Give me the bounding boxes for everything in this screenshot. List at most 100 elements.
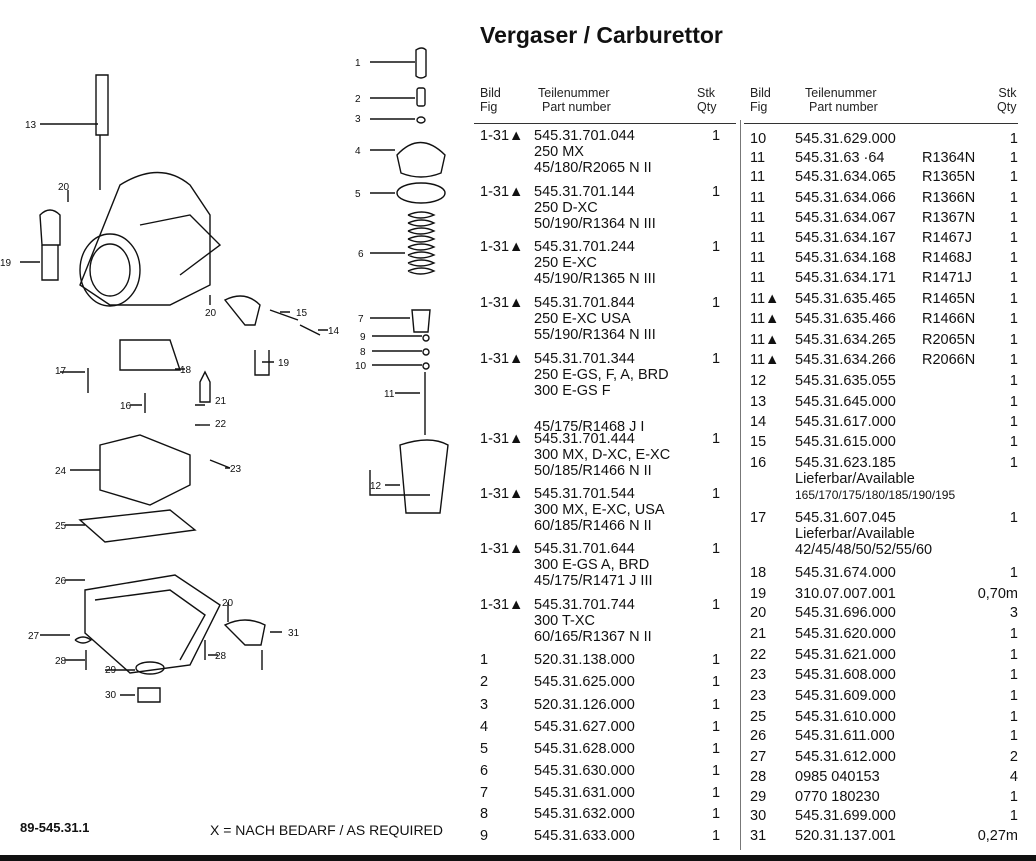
needle-code: R2066N	[922, 352, 976, 368]
quantity: 1	[1009, 565, 1018, 581]
fig-number: 12	[750, 373, 767, 389]
part-description: 45/180/R2065 N II	[534, 160, 652, 176]
quantity: 4	[1009, 769, 1018, 785]
quantity: 0,70m	[977, 586, 1018, 602]
part-number: 545.31.631.000	[534, 785, 635, 801]
svg-text:10: 10	[355, 361, 367, 372]
part-number: 545.31.635.465	[795, 291, 896, 307]
part-number: 545.31.634.171	[795, 270, 896, 286]
needle-code: R1471J	[922, 270, 972, 286]
quantity: 1	[1009, 709, 1018, 725]
fig-number: 1-31▲	[480, 486, 524, 502]
part-number: 545.31.699.000	[795, 808, 896, 824]
quantity: 1	[712, 486, 721, 502]
fig-number: 1-31▲	[480, 541, 524, 557]
svg-text:23: 23	[230, 464, 242, 475]
footnote: X = NACH BEDARF / AS REQUIRED	[210, 822, 443, 838]
fig-number: 8	[480, 806, 489, 822]
quantity: 1	[712, 128, 721, 144]
quantity: 1	[1009, 373, 1018, 389]
quantity: 1	[712, 184, 721, 200]
fig-number: 13	[750, 394, 767, 410]
quantity: 1	[1009, 230, 1018, 246]
part-number: 310.07.007.001	[795, 586, 896, 602]
fig-number: 1	[480, 652, 489, 668]
part-number: 545.31.645.000	[795, 394, 896, 410]
part-number: 545.31.609.000	[795, 688, 896, 704]
column-divider	[740, 120, 741, 850]
svg-text:26: 26	[55, 576, 67, 587]
svg-text:29: 29	[105, 665, 117, 676]
fig-number: 11	[750, 250, 766, 266]
quantity: 1	[1009, 414, 1018, 430]
fig-number: 11	[750, 190, 766, 206]
part-description: 300 T-XC	[534, 613, 595, 629]
part-description: 60/165/R1367 N II	[534, 629, 652, 645]
fig-number: 1-31▲	[480, 597, 524, 613]
needle-code: R1365N	[922, 169, 976, 185]
quantity: 1	[1009, 332, 1018, 348]
part-number: 520.31.138.000	[534, 652, 635, 668]
fig-number: 11	[750, 169, 766, 185]
part-number: 545.31.635.466	[795, 311, 896, 327]
part-number: 545.31.629.000	[795, 131, 896, 147]
part-description: 42/45/48/50/52/55/60	[795, 542, 933, 558]
part-number: 545.31.696.000	[795, 605, 896, 621]
fig-number: 25	[750, 709, 767, 725]
quantity: 2	[1009, 749, 1018, 765]
quantity: 1	[1009, 808, 1018, 824]
quantity: 1	[712, 763, 721, 779]
part-number: 545.31.623.185	[795, 455, 896, 471]
fig-number: 11▲	[750, 291, 780, 307]
fig-number: 23	[750, 667, 767, 683]
svg-text:19: 19	[278, 358, 290, 369]
quantity: 1	[1009, 789, 1018, 805]
part-description: 45/190/R1365 N III	[534, 271, 656, 287]
part-number: 545.31.63⁠ ·64	[795, 150, 885, 166]
part-row: 1 520.31.138.000 1	[480, 652, 730, 668]
part-number: 545.31.607.045	[795, 510, 896, 526]
part-number: 545.31.608.000	[795, 667, 896, 683]
fig-number: 10	[750, 131, 767, 147]
fig-number: 26	[750, 728, 767, 744]
fig-number: 17	[750, 510, 767, 526]
svg-text:14: 14	[328, 326, 340, 337]
part-number: 545.31.634.167	[795, 230, 896, 246]
part-number: 545.31.633.000	[534, 828, 635, 844]
svg-text:11: 11	[384, 389, 395, 400]
part-description: 55/190/R1364 N III	[534, 327, 656, 343]
svg-text:21: 21	[215, 396, 227, 407]
fig-number: 16	[750, 455, 767, 471]
svg-text:31: 31	[288, 628, 300, 639]
header-rule-left	[474, 123, 736, 124]
fig-number: 3	[480, 697, 489, 713]
part-description: 250 MX	[534, 144, 584, 160]
fig-number: 6	[480, 763, 489, 779]
part-number: 545.31.634.266	[795, 352, 896, 368]
quantity: 1	[712, 652, 721, 668]
part-number: 545.31.634.065	[795, 169, 896, 185]
part-description: 50/185/R1466 N II	[534, 463, 652, 479]
quantity: 1	[1009, 434, 1018, 450]
fig-number: 11	[750, 210, 766, 226]
fig-number: 11	[750, 230, 766, 246]
quantity: 1	[712, 697, 721, 713]
quantity: 1	[712, 295, 721, 311]
part-number: 545.31.701.744	[534, 597, 635, 613]
part-number: 545.31.701.344	[534, 351, 635, 367]
fig-number: 11▲	[750, 352, 780, 368]
part-number: 545.31.701.144	[534, 184, 635, 200]
part-number: 545.31.632.000	[534, 806, 635, 822]
quantity: 1	[1009, 688, 1018, 704]
part-number: 520.31.126.000	[534, 697, 635, 713]
svg-text:20: 20	[58, 182, 70, 193]
fig-number: 31	[750, 828, 767, 844]
